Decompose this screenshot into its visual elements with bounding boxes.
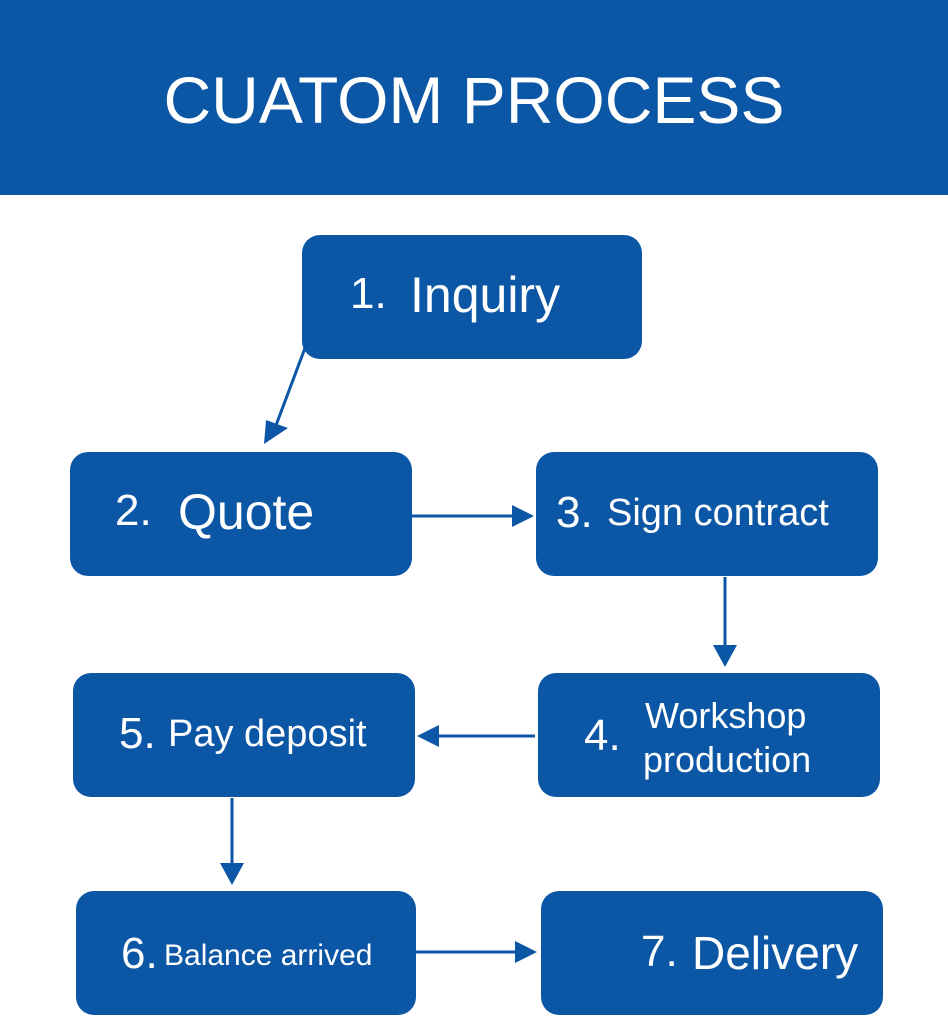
step-balance-arrived: 6. Balance arrived [76, 891, 416, 1015]
arrowhead-balance-to-delivery [515, 941, 537, 963]
page-title: CUATOM PROCESS [163, 63, 785, 137]
arrowhead-inquiry-to-quote [264, 420, 288, 444]
step-number: 1. [350, 269, 387, 318]
step-label: Delivery [692, 927, 859, 979]
step-number: 3. [556, 488, 593, 537]
step-label-line2: production [643, 739, 812, 780]
step-label: Quote [178, 484, 315, 540]
step-number: 5. [119, 709, 156, 758]
step-number: 6. [121, 929, 158, 978]
arrowhead-contract-to-production [713, 645, 737, 667]
step-workshop-production: 4. Workshop production [538, 673, 880, 797]
step-delivery: 7. Delivery [541, 891, 883, 1015]
arrowhead-quote-to-contract [512, 505, 534, 527]
step-label: Pay deposit [168, 713, 367, 755]
step-number: 4. [584, 711, 621, 760]
step-inquiry: 1. Inquiry [302, 235, 642, 359]
step-label-line1: Workshop [645, 695, 807, 736]
arrowhead-production-to-deposit [417, 725, 439, 747]
header-banner: CUATOM PROCESS [0, 0, 948, 195]
arrow-inquiry-to-quote [270, 347, 307, 438]
step-number: 7. [641, 927, 678, 976]
step-label: Inquiry [410, 267, 561, 323]
step-quote: 2. Quote [70, 452, 412, 576]
step-label: Balance arrived [164, 939, 373, 972]
step-number: 2. [115, 486, 152, 535]
step-sign-contract: 3. Sign contract [536, 452, 878, 576]
step-label: Sign contract [607, 492, 829, 534]
arrowhead-deposit-to-balance [220, 863, 244, 885]
step-pay-deposit: 5. Pay deposit [73, 673, 415, 797]
